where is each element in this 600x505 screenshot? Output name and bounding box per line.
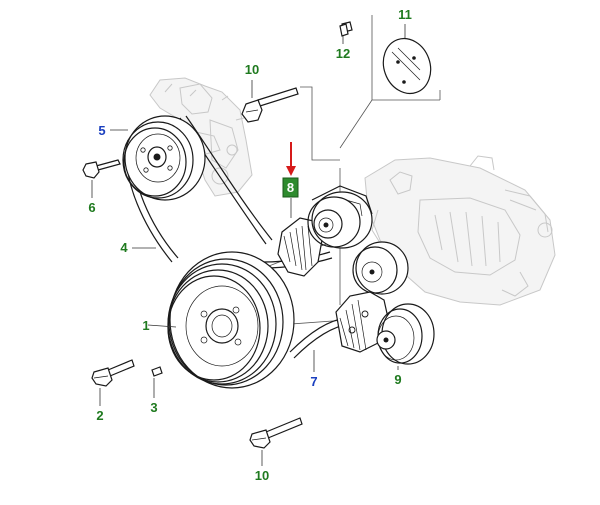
callout-5: 5 bbox=[98, 123, 105, 138]
cover-plate-11 bbox=[382, 37, 432, 95]
power-steering-pulley bbox=[122, 115, 206, 201]
bolt-6 bbox=[82, 159, 121, 179]
leader-lines bbox=[91, 24, 406, 466]
callout-11: 11 bbox=[398, 7, 412, 22]
belt-tensioner bbox=[277, 185, 373, 277]
callout-2: 2 bbox=[96, 408, 103, 423]
callout-1: 1 bbox=[142, 318, 149, 333]
alternator-pulley bbox=[335, 291, 435, 365]
callout-3: 3 bbox=[150, 400, 157, 415]
bolt-2 bbox=[91, 359, 135, 387]
callout-10-bottom: 10 bbox=[255, 468, 269, 483]
callout-8-highlight bbox=[282, 177, 299, 198]
callout-6: 6 bbox=[88, 200, 95, 215]
callout-4: 4 bbox=[120, 240, 128, 255]
callout-8: 8 bbox=[287, 180, 294, 195]
bolt-10-top bbox=[241, 87, 299, 123]
callout-12: 12 bbox=[336, 46, 350, 61]
idler-pulley bbox=[352, 241, 409, 295]
bolt-12 bbox=[339, 21, 353, 37]
callout-7: 7 bbox=[310, 374, 317, 389]
dowel-pin-3 bbox=[151, 366, 163, 377]
callout-10-top: 10 bbox=[245, 62, 259, 77]
ghost-alternator bbox=[364, 155, 556, 306]
crankshaft-pulley bbox=[167, 251, 295, 389]
red-pointer-arrow bbox=[286, 142, 296, 176]
bolt-10-bottom bbox=[249, 417, 303, 449]
pulley-hub-bolt bbox=[153, 153, 161, 161]
callout-9: 9 bbox=[394, 372, 401, 387]
